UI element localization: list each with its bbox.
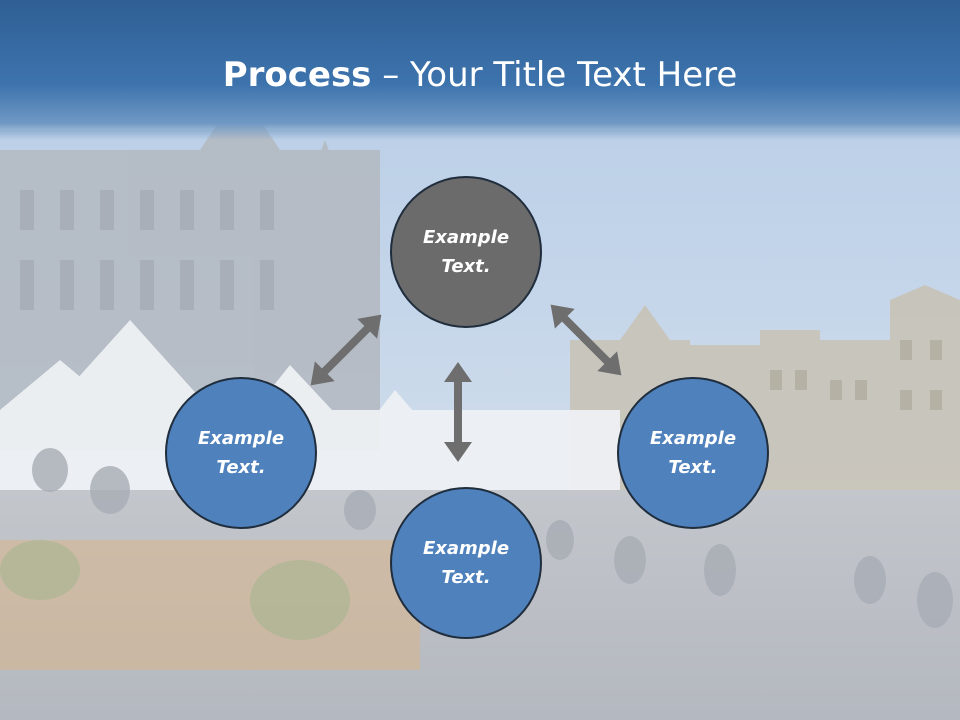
node-label: Example Text. xyxy=(181,424,301,482)
node-label-line2: Text. xyxy=(441,567,491,588)
node-label-line1: Example xyxy=(649,428,737,449)
title-bold: Process xyxy=(222,55,372,95)
node-label-line1: Example xyxy=(422,538,510,559)
node-label: Example Text. xyxy=(633,424,753,482)
arrows xyxy=(310,304,622,462)
arrow-vertical xyxy=(444,362,472,462)
arrow-top-right xyxy=(550,304,622,376)
process-node-right[interactable]: Example Text. xyxy=(617,377,769,529)
node-label-line2: Text. xyxy=(216,457,266,478)
node-label-line2: Text. xyxy=(441,256,491,277)
arrow-top-left xyxy=(310,314,382,386)
process-node-left[interactable]: Example Text. xyxy=(165,377,317,529)
title-rest: – Your Title Text Here xyxy=(371,55,738,95)
node-label-line1: Example xyxy=(422,227,510,248)
node-label-line2: Text. xyxy=(668,457,718,478)
node-label-line1: Example xyxy=(197,428,285,449)
slide-title: Process – Your Title Text Here xyxy=(0,52,960,98)
title-bar xyxy=(0,0,960,140)
node-label: Example Text. xyxy=(406,534,526,592)
node-label: Example Text. xyxy=(406,223,526,281)
process-node-bottom[interactable]: Example Text. xyxy=(390,487,542,639)
process-node-top[interactable]: Example Text. xyxy=(390,176,542,328)
